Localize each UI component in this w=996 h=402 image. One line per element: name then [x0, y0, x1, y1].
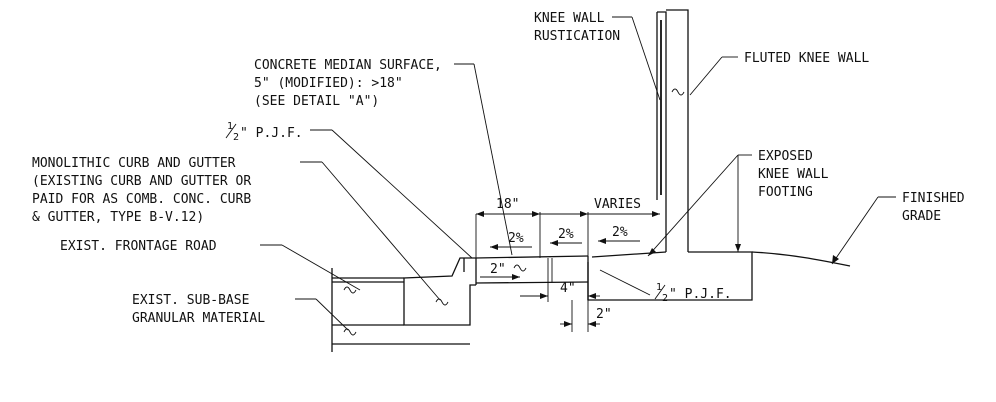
- pjf-top-text: " P.J.F.: [240, 126, 303, 141]
- dimension-18-inch: 18": [496, 197, 519, 212]
- curb-gutter-geometry: [403, 257, 476, 326]
- pjf-bottom-fraction-num: 1: [656, 282, 662, 293]
- exposed-footing-label-line2: KNEE WALL: [758, 167, 829, 182]
- callout-labels: KNEE WALL RUSTICATION FLUTED KNEE WALL C…: [32, 11, 965, 326]
- dimension-varies: VARIES: [594, 197, 641, 212]
- dimension-4-inch: 4": [560, 281, 576, 296]
- slope-label-3: 2%: [612, 225, 628, 240]
- exposed-footing-label-line1: EXPOSED: [758, 149, 813, 164]
- monolithic-curb-label-line3: PAID FOR AS COMB. CONC. CURB: [32, 192, 251, 207]
- finished-grade-label-line2: GRADE: [902, 209, 941, 224]
- dimension-labels: 18" VARIES 2% 2% 2% 2" 4" 2": [490, 197, 641, 322]
- knee-wall-rustication-label-line1: KNEE WALL: [534, 11, 605, 26]
- pjf-bottom-text: " P.J.F.: [669, 287, 732, 302]
- monolithic-curb-label-line4: & GUTTER, TYPE B-V.12): [32, 210, 204, 225]
- dimension-2-inch-top: 2": [490, 262, 506, 277]
- monolithic-curb-label-line2: (EXISTING CURB AND GUTTER OR: [32, 174, 251, 189]
- pjf-bottom-label: 1 2 " P.J.F.: [654, 282, 732, 304]
- monolithic-curb-label-line1: MONOLITHIC CURB AND GUTTER: [32, 156, 236, 171]
- sub-base-label-line2: GRANULAR MATERIAL: [132, 311, 265, 326]
- frontage-road-geometry: [331, 268, 470, 352]
- slope-label-2: 2%: [558, 227, 574, 242]
- finished-grade-label-line1: FINISHED: [902, 191, 965, 206]
- concrete-median-label-line3: (SEE DETAIL "A"): [254, 94, 379, 109]
- pjf-top-fraction-den: 2: [233, 132, 239, 143]
- dimension-2-inch-bottom: 2": [596, 307, 612, 322]
- leader-lines: [260, 16, 896, 331]
- median-slab-geometry: [475, 255, 589, 300]
- pjf-top-label: 1 2 " P.J.F.: [225, 121, 303, 143]
- slope-label-1: 2%: [508, 231, 524, 246]
- knee-wall-geometry: [587, 9, 753, 301]
- exposed-footing-label-line3: FOOTING: [758, 185, 813, 200]
- finished-grade-geometry: [751, 251, 851, 267]
- dimension-lines: [475, 211, 660, 332]
- pjf-bottom-fraction-den: 2: [662, 293, 668, 304]
- fluted-knee-wall-label: FLUTED KNEE WALL: [744, 51, 869, 66]
- knee-wall-rustication-label-line2: RUSTICATION: [534, 29, 620, 44]
- concrete-median-label-line2: 5" (MODIFIED): >18": [254, 76, 403, 91]
- concrete-median-label-line1: CONCRETE MEDIAN SURFACE,: [254, 58, 442, 73]
- frontage-road-label: EXIST. FRONTAGE ROAD: [60, 239, 217, 254]
- sub-base-label-line1: EXIST. SUB-BASE: [132, 293, 249, 308]
- pjf-top-fraction-num: 1: [227, 121, 233, 132]
